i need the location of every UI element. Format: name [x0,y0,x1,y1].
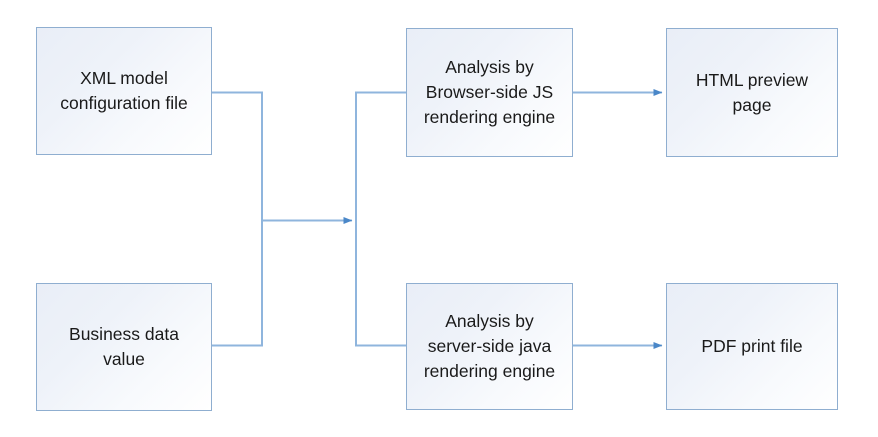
node-business-data-value[interactable]: Business data value [36,283,212,411]
node-label: PDF print file [701,336,803,356]
node-label: Analysis by Browser-side JS rendering en… [423,57,556,127]
node-label: Analysis by server-side java rendering e… [423,311,556,381]
node-pdf-print-file[interactable]: PDF print file [666,283,838,410]
node-html-preview-page[interactable]: HTML preview page [666,28,838,157]
edge-merge-to-split [212,91,406,347]
node-server-side-java-rendering-engine[interactable]: Analysis by server-side java rendering e… [406,283,573,410]
node-label: HTML preview page [695,69,809,115]
node-label: Business data value [69,324,179,369]
node-browser-side-js-rendering-engine[interactable]: Analysis by Browser-side JS rendering en… [406,28,573,157]
node-label: XML model configuration file [60,68,188,113]
node-xml-model-configuration-file[interactable]: XML model configuration file [36,27,212,155]
